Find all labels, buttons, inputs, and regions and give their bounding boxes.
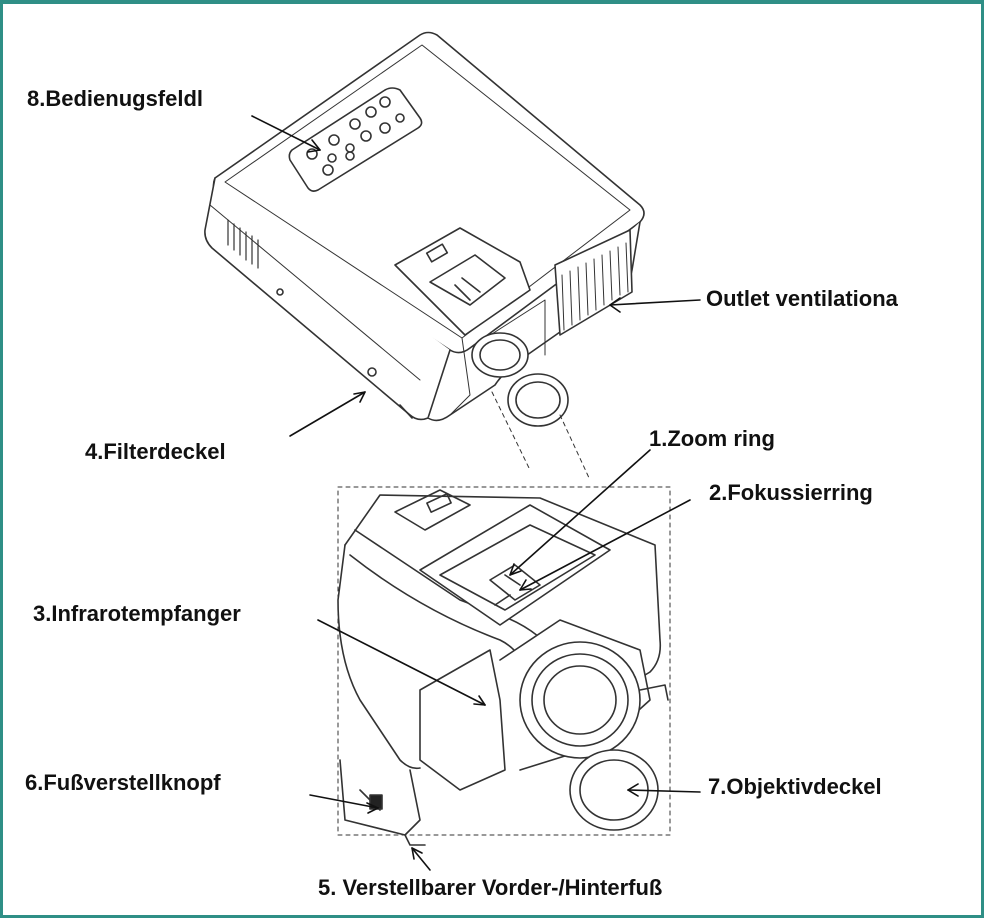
label-bedienungsfeld: 8.Bedienugsfeldl bbox=[27, 86, 204, 111]
projector-detail-view bbox=[337, 489, 669, 846]
label-filterdeckel: 4.Filterdeckel bbox=[85, 439, 226, 464]
label-objektivdeckel: 7.Objektivdeckel bbox=[708, 774, 882, 799]
label-outlet-ventilation: Outlet ventilationa bbox=[706, 286, 898, 311]
label-fokussierring: 2.Fokussierring bbox=[709, 480, 873, 505]
label-infrarotempfanger: 3.Infrarotempfanger bbox=[33, 601, 241, 626]
label-verstellbarer-fuss: 5. Verstellbarer Vorder-/Hinterfuß bbox=[318, 875, 663, 900]
projector-top-view bbox=[204, 31, 645, 427]
leader-lines bbox=[251, 115, 701, 871]
label-zoom-ring: 1.Zoom ring bbox=[649, 426, 775, 451]
zoom-guides bbox=[337, 391, 671, 836]
label-fussverstellknopf: 6.Fußverstellknopf bbox=[25, 770, 221, 795]
